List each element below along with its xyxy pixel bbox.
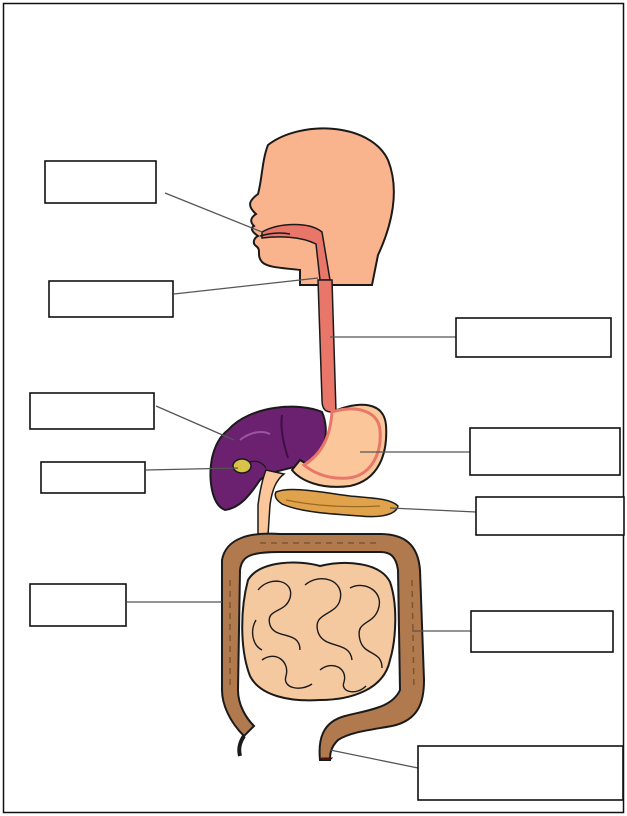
label-box-oesophagus[interactable] bbox=[456, 318, 611, 357]
head bbox=[250, 128, 394, 285]
label-box-liver[interactable] bbox=[30, 393, 154, 429]
pancreas bbox=[275, 489, 398, 516]
anus bbox=[320, 758, 332, 760]
label-box-pancreas[interactable] bbox=[476, 497, 624, 535]
label-box-stomach[interactable] bbox=[470, 428, 620, 475]
oesophagus bbox=[318, 280, 336, 412]
label-box-gall-bladder[interactable] bbox=[41, 462, 145, 493]
label-box-small-intestine[interactable] bbox=[471, 611, 613, 652]
leader-line-pancreas bbox=[390, 508, 476, 512]
small-intestine bbox=[242, 563, 395, 701]
label-box-mouth[interactable] bbox=[45, 161, 156, 203]
label-box-rectum-anus[interactable] bbox=[418, 746, 623, 800]
appendix bbox=[239, 736, 244, 756]
gall-bladder bbox=[233, 459, 251, 473]
leader-line-rectum-anus bbox=[330, 750, 418, 768]
label-box-pharynx[interactable] bbox=[49, 281, 173, 317]
leader-line-pharynx bbox=[174, 278, 318, 294]
label-box-large-intestine[interactable] bbox=[30, 584, 126, 626]
leader-line-mouth bbox=[165, 193, 262, 232]
leader-line-liver bbox=[156, 406, 234, 440]
